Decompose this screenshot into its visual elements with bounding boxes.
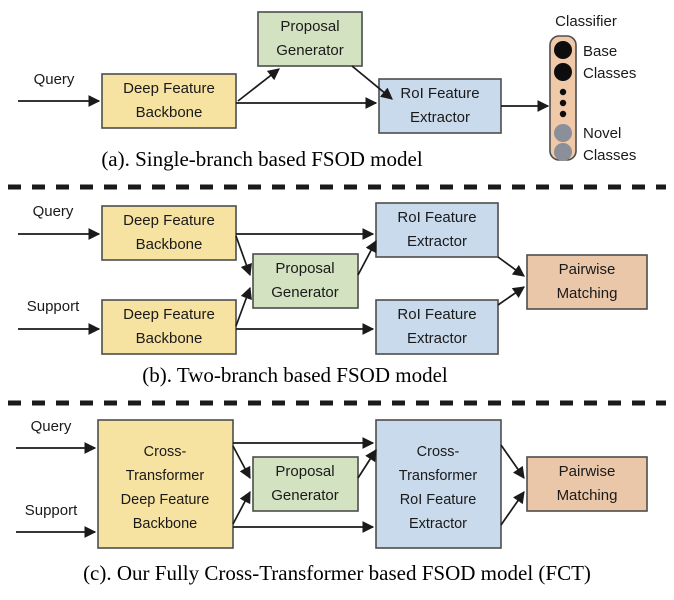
- block-pairwise-matching-c[interactable]: [526, 456, 648, 512]
- classifier-novel-dot: [554, 143, 572, 161]
- block-cross-transformer-roi-extractor-c[interactable]: [375, 419, 502, 549]
- block-deep-feature-backbone-a[interactable]: [101, 73, 237, 129]
- arrow-proposal-to-roi-a: [351, 65, 393, 100]
- block-label: Extractor: [407, 330, 467, 347]
- block-label: Cross-: [144, 444, 187, 460]
- block-label: Proposal: [275, 260, 334, 277]
- block-label: Deep Feature: [123, 80, 215, 97]
- arrow-roi-query-to-matching-b: [497, 256, 525, 277]
- block-label: Generator: [276, 42, 344, 59]
- classifier-title: Classifier: [555, 13, 617, 30]
- block-label: Pairwise: [559, 261, 616, 278]
- block-label: Generator: [271, 487, 339, 504]
- block-proposal-generator-b[interactable]: [252, 253, 359, 309]
- block-label: Generator: [271, 284, 339, 301]
- block-cross-transformer-backbone-c[interactable]: [97, 419, 234, 549]
- block-label: Backbone: [136, 330, 203, 347]
- arrow-roi-to-matching-bottom-c: [500, 491, 525, 526]
- arrow-backbone-to-proposal-bottom-c: [232, 490, 251, 525]
- block-deep-feature-backbone-query-b[interactable]: [101, 205, 237, 261]
- classifier-ellipsis-dot: [559, 99, 567, 107]
- input-label-query-b: Query: [33, 203, 74, 220]
- classifier-novel-label: Classes: [583, 147, 636, 164]
- block-label: Extractor: [410, 109, 470, 126]
- block-proposal-generator-c[interactable]: [252, 456, 359, 512]
- arrow-proposal-to-roi-query-b: [357, 239, 377, 276]
- panel-c: Cross- Transformer Deep Feature Backbone…: [16, 418, 648, 585]
- block-label: RoI Feature: [397, 306, 476, 323]
- block-label: Deep Feature: [123, 306, 215, 323]
- block-roi-feature-extractor-support-b[interactable]: [375, 299, 499, 355]
- arrow-roi-to-matching-top-c: [500, 444, 525, 479]
- input-label-query-c: Query: [31, 418, 72, 435]
- classifier-novel-label: Novel: [583, 125, 621, 142]
- block-label: Backbone: [133, 516, 198, 532]
- block-label: Pairwise: [559, 463, 616, 480]
- block-roi-feature-extractor-a[interactable]: [378, 78, 502, 134]
- classifier-ellipsis-dot: [559, 110, 567, 118]
- arrow-proposal-to-roi-c: [357, 448, 377, 479]
- block-proposal-generator-a[interactable]: [257, 11, 363, 67]
- input-label-query-a: Query: [34, 71, 75, 88]
- block-label: RoI Feature: [400, 85, 479, 102]
- block-label: RoI Feature: [397, 209, 476, 226]
- block-label: Extractor: [409, 516, 467, 532]
- block-label: Backbone: [136, 236, 203, 253]
- block-label: Transformer: [126, 468, 205, 484]
- panel-caption-a: (a). Single-branch based FSOD model: [101, 147, 423, 171]
- block-label: Deep Feature: [121, 492, 210, 508]
- block-pairwise-matching-b[interactable]: [526, 254, 648, 310]
- classifier-base-label: Base: [583, 43, 617, 60]
- classifier-novel-dot: [554, 124, 572, 142]
- block-label: Proposal: [275, 463, 334, 480]
- classifier-base-dot: [554, 41, 572, 59]
- input-label-support-b: Support: [27, 298, 80, 315]
- panel-caption-c: (c). Our Fully Cross-Transformer based F…: [83, 561, 591, 585]
- block-label: Proposal: [280, 18, 339, 35]
- input-label-support-c: Support: [25, 502, 78, 519]
- panel-a: Proposal Generator Deep Feature Backbone…: [18, 11, 636, 171]
- arrow-backbone-support-to-proposal-b: [235, 286, 252, 327]
- classifier-base-dot: [554, 63, 572, 81]
- arrow-backbone-query-to-proposal-b: [235, 235, 252, 277]
- block-label: Cross-: [417, 444, 460, 460]
- panel-b: Deep Feature Backbone Deep Feature Backb…: [18, 202, 648, 387]
- classifier-base-label: Classes: [583, 65, 636, 82]
- arrow-backbone-to-proposal-a: [237, 68, 280, 102]
- block-deep-feature-backbone-support-b[interactable]: [101, 299, 237, 355]
- classifier-ellipsis-dot: [559, 88, 567, 96]
- block-label: Backbone: [136, 104, 203, 121]
- block-label: Extractor: [407, 233, 467, 250]
- panel-caption-b: (b). Two-branch based FSOD model: [142, 363, 448, 387]
- block-label: Matching: [557, 487, 618, 504]
- block-roi-feature-extractor-query-b[interactable]: [375, 202, 499, 258]
- block-label: RoI Feature: [400, 492, 477, 508]
- block-label: Deep Feature: [123, 212, 215, 229]
- arrow-backbone-to-proposal-top-c: [232, 445, 251, 480]
- arrow-roi-support-to-matching-b: [497, 286, 525, 306]
- block-label: Transformer: [399, 468, 478, 484]
- block-label: Matching: [557, 285, 618, 302]
